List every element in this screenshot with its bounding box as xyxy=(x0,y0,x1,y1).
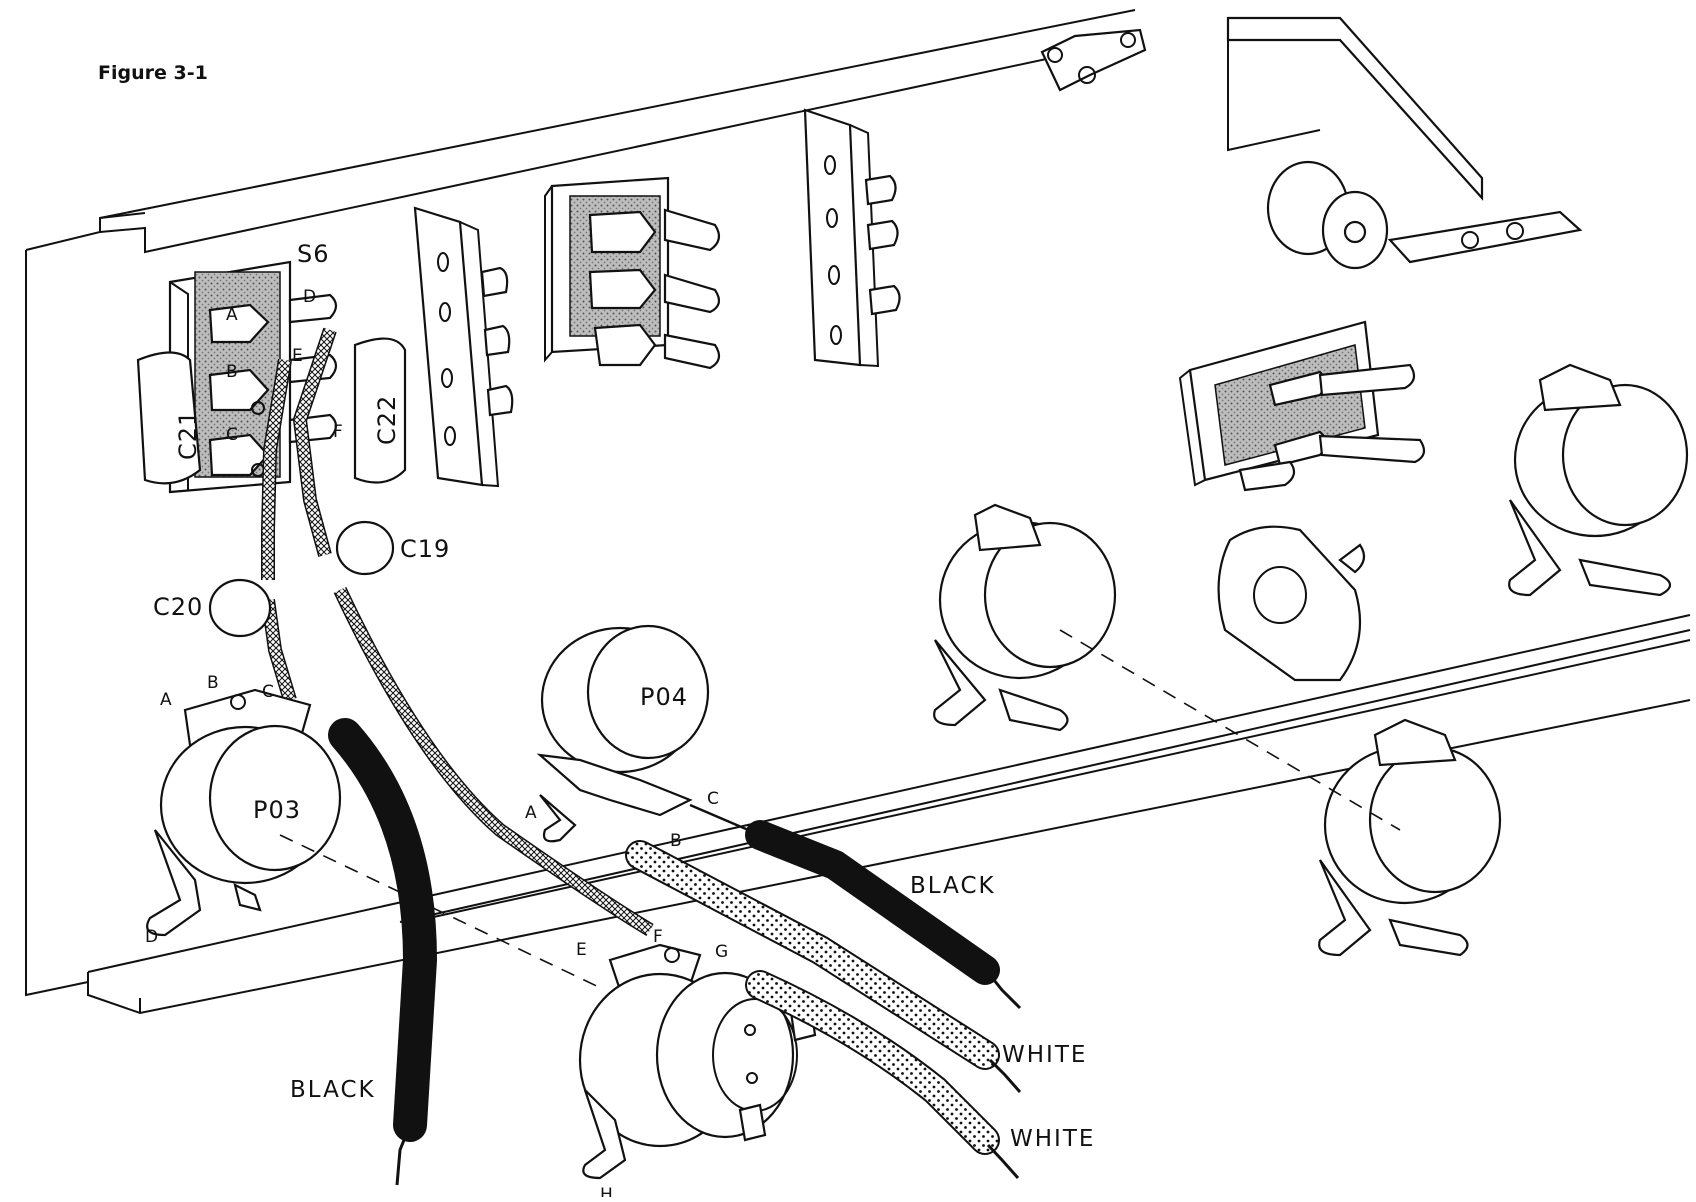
label-c21: C21 xyxy=(174,410,202,460)
switch-middle xyxy=(544,176,721,370)
lug-s6-e: E xyxy=(292,346,303,366)
wire-white-lower xyxy=(745,970,1020,1179)
lug-s6-b: B xyxy=(226,362,238,382)
label-wire-white-lower: WHITE xyxy=(1010,1126,1095,1152)
lug-p04-b: B xyxy=(670,831,682,851)
braided-wires-s6 xyxy=(261,327,337,703)
lug-p03-b: B xyxy=(207,673,219,693)
lug-p03-d: D xyxy=(145,927,158,947)
figure-title: Figure 3-1 xyxy=(98,62,208,84)
label-c22: C22 xyxy=(373,395,401,445)
chassis-panel xyxy=(25,9,1691,1015)
lug-p04-c: C xyxy=(707,789,719,809)
label-p04: P04 xyxy=(640,683,688,711)
switch-right xyxy=(1178,320,1426,492)
label-wire-black-right: BLACK xyxy=(910,873,996,899)
wire-black-right xyxy=(689,803,1022,1010)
potentiometer-p03 xyxy=(146,688,342,937)
lug-lower-f: F xyxy=(653,927,663,947)
lug-lower-g: G xyxy=(715,942,728,962)
lug-p03-c: C xyxy=(262,682,274,702)
label-wire-white-upper: WHITE xyxy=(1002,1042,1087,1068)
label-c20: C20 xyxy=(153,593,203,621)
lug-p03-a: A xyxy=(160,690,172,710)
terminal-strip-left xyxy=(413,206,514,488)
lug-lower-h: H xyxy=(600,1185,613,1197)
capacitor-c20 xyxy=(208,578,272,638)
lug-p04-a: A xyxy=(525,803,537,823)
lug-s6-c: C xyxy=(226,425,238,445)
label-wire-black-left: BLACK xyxy=(290,1077,376,1103)
alignment-lines xyxy=(279,629,1401,991)
label-s6: S6 xyxy=(297,240,330,268)
wire-white-upper xyxy=(625,840,1022,1093)
switch-s6 xyxy=(168,260,338,494)
potentiometer-right-mid xyxy=(933,503,1117,732)
capacitor-c22 xyxy=(353,337,407,484)
capacitor-c21 xyxy=(136,351,202,485)
terminal-strip-right xyxy=(803,108,901,368)
lug-lower-e: E xyxy=(576,940,587,960)
potentiometer-right-bottom xyxy=(1318,718,1502,957)
potentiometer-right-top xyxy=(1508,363,1689,597)
label-c19: C19 xyxy=(400,535,450,563)
lug-s6-f: F xyxy=(333,422,343,442)
lug-s6-d: D xyxy=(303,287,316,307)
lug-s6-a: A xyxy=(226,305,238,325)
braided-wire-long xyxy=(333,587,654,937)
top-bracket xyxy=(1040,16,1583,270)
label-p03: P03 xyxy=(253,796,301,824)
capacitor-c19 xyxy=(335,520,395,576)
wire-black-left xyxy=(328,718,438,1186)
potentiometer-p04 xyxy=(536,624,710,843)
jack-socket xyxy=(1217,525,1366,682)
